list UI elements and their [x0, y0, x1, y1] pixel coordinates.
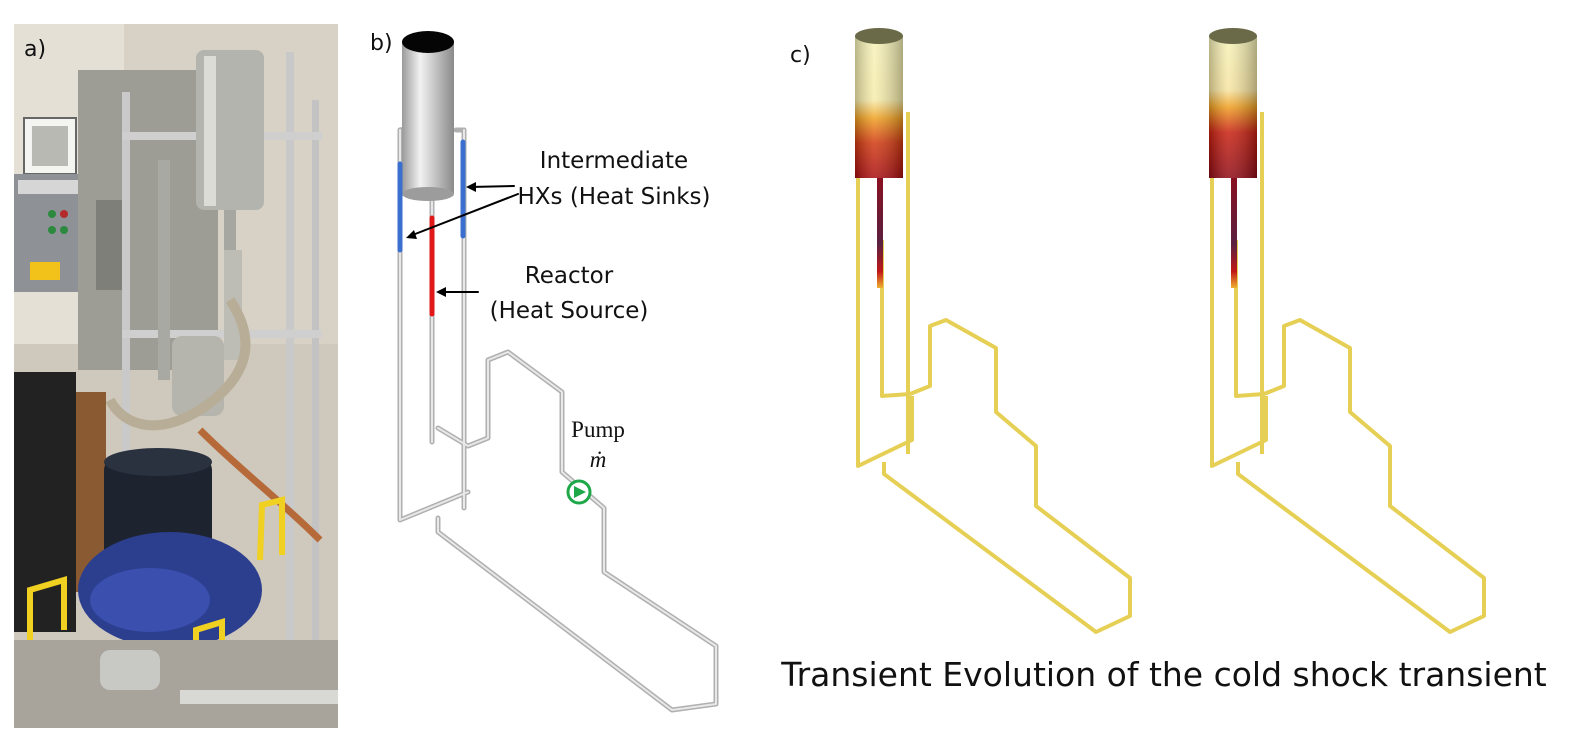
reactor-label-line1: Reactor — [525, 263, 614, 289]
hx-label-line1: Intermediate — [540, 148, 688, 174]
panel-c: c) Transient Evolution of — [780, 28, 1547, 694]
loop-piping-highlight — [399, 129, 717, 711]
pump-label-line2: ṁ — [590, 447, 607, 472]
pump-icon — [566, 479, 592, 505]
annotation-arrows — [406, 182, 519, 297]
panel-a: a) — [14, 24, 338, 728]
experimental-loop-photo — [14, 24, 338, 728]
panel-b-label: b) — [370, 31, 393, 56]
transient-snapshot-1 — [855, 28, 1132, 634]
reactor-label-line2: (Heat Source) — [490, 298, 649, 324]
panel-c-caption: Transient Evolution of the cold shock tr… — [780, 655, 1547, 694]
hx-label-line2: HXs (Heat Sinks) — [517, 184, 710, 210]
panel-c-label: c) — [790, 43, 811, 68]
pump-label-line1: Pump — [571, 417, 625, 442]
panel-b-annotations: Intermediate HXs (Heat Sinks) Reactor (H… — [490, 148, 711, 472]
panel-a-label: a) — [24, 37, 46, 62]
expansion-tank — [402, 31, 454, 201]
panel-b: b) — [370, 31, 719, 713]
transient-snapshot-2 — [1209, 28, 1486, 634]
